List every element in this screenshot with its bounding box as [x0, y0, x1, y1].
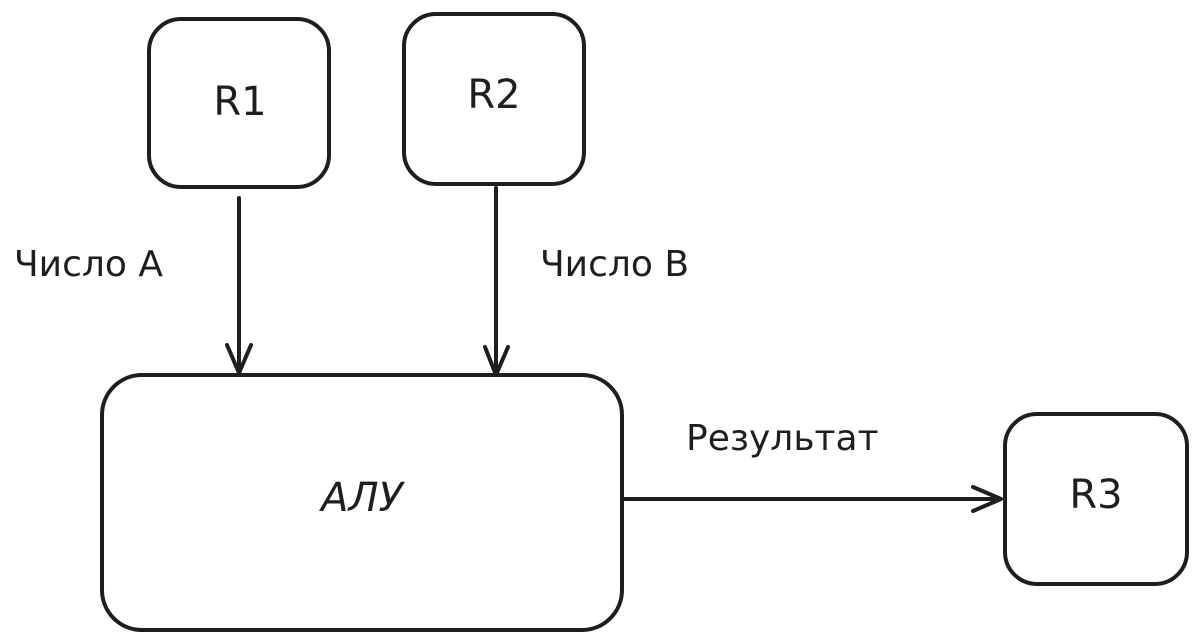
- edge-r2-to-alu: Число B: [483, 186, 689, 377]
- register-r1-node: R1: [147, 17, 331, 189]
- arrow-r1-to-alu-head: [225, 343, 253, 375]
- edge-label-number-a: Число A: [14, 244, 163, 285]
- register-r3-label: R3: [1069, 472, 1122, 518]
- register-r2-box: [402, 12, 586, 186]
- alu-label: АЛУ: [318, 475, 405, 521]
- edge-label-number-b: Число B: [540, 244, 689, 285]
- register-r2-label: R2: [467, 72, 520, 118]
- edge-r1-to-alu: Число A: [14, 196, 253, 375]
- edge-alu-to-r3: Результат: [623, 418, 1003, 513]
- arrow-r2-to-alu-head: [483, 345, 510, 377]
- arrow-alu-to-r3-head: [971, 485, 1003, 513]
- register-r3-node: R3: [1003, 412, 1189, 586]
- register-r3-box: [1003, 412, 1189, 586]
- alu-node: АЛУ: [100, 373, 624, 632]
- register-r1-box: [147, 17, 331, 189]
- edge-label-result: Результат: [686, 418, 879, 459]
- register-r1-label: R1: [213, 79, 266, 125]
- register-r2-node: R2: [402, 12, 586, 186]
- alu-box: [100, 373, 624, 632]
